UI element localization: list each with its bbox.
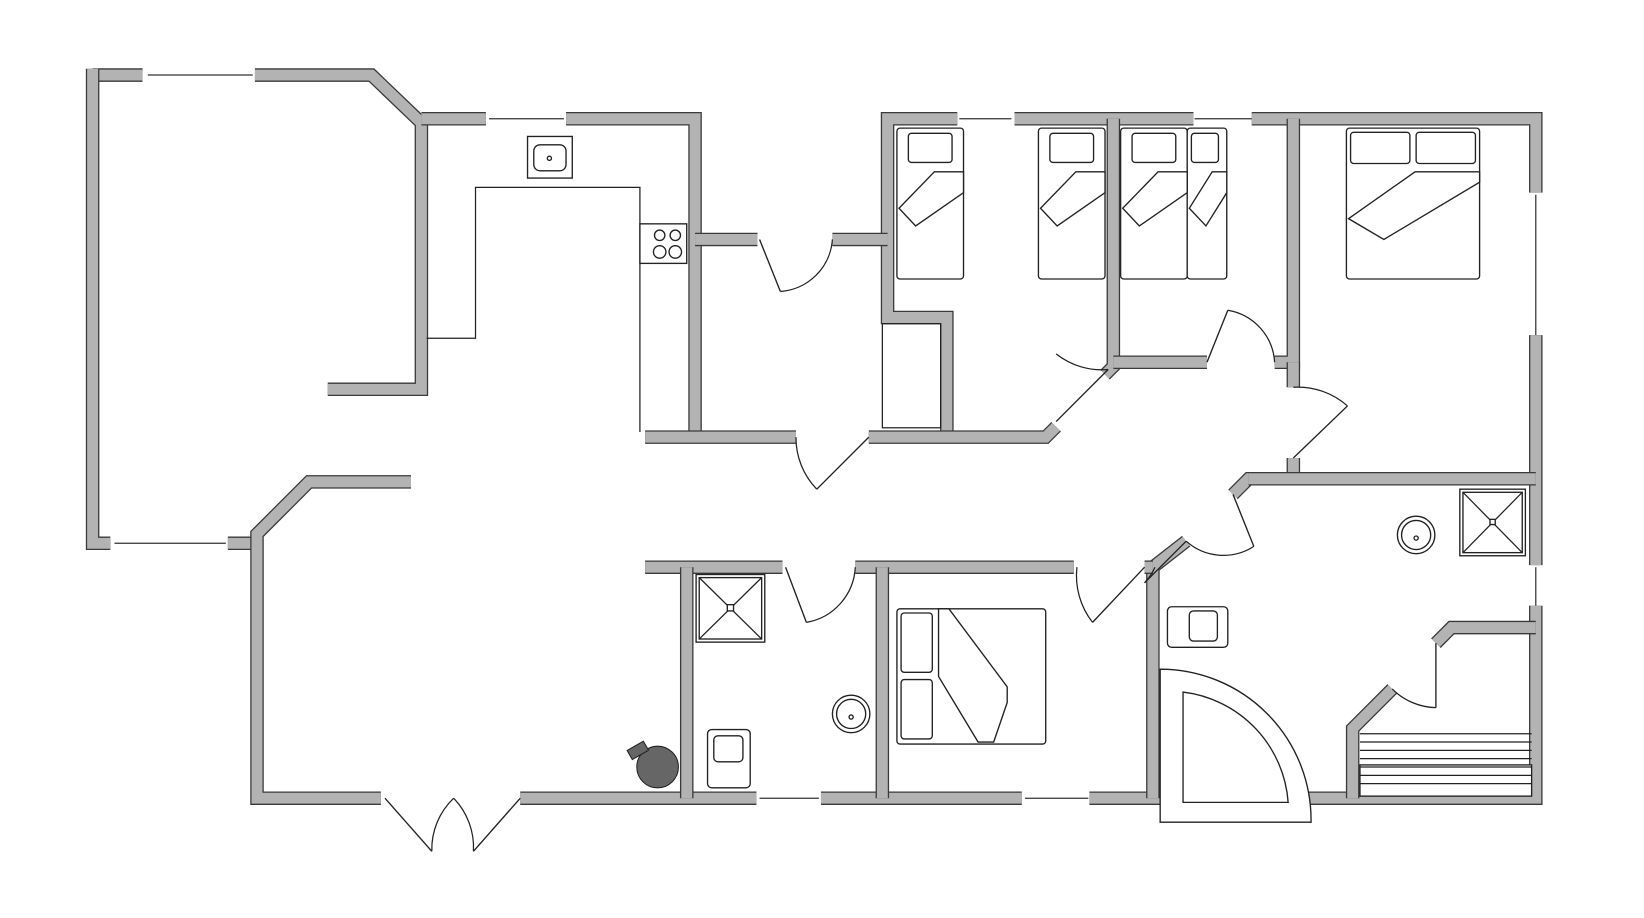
door-swing-arc — [1391, 688, 1436, 709]
wall — [868, 422, 1060, 443]
walls — [85, 68, 1543, 805]
twin-bed — [1119, 127, 1228, 280]
wall — [1251, 113, 1542, 193]
door-leaf[interactable] — [1292, 405, 1348, 459]
kitchen-counter — [426, 135, 688, 432]
door-swing-arc — [795, 437, 818, 490]
wall — [1432, 622, 1536, 648]
single-bed — [896, 127, 965, 280]
door-swing-arc — [1227, 309, 1276, 363]
washbasin — [1396, 515, 1436, 555]
toilet — [1166, 606, 1229, 649]
single-bed — [1037, 127, 1106, 280]
wall — [254, 69, 427, 395]
door-leaf[interactable] — [758, 239, 782, 292]
door-swing-arc — [431, 797, 455, 852]
wall — [566, 111, 702, 432]
door-leaf[interactable] — [1232, 494, 1255, 547]
door-leaf[interactable] — [1055, 369, 1109, 423]
wall — [1101, 118, 1119, 379]
double-bed — [896, 608, 1047, 745]
wall — [251, 476, 411, 804]
bathroom-fixtures — [695, 488, 1527, 823]
wood-stove — [636, 745, 679, 789]
door-leaf[interactable] — [472, 797, 521, 852]
door-leaf[interactable] — [784, 566, 808, 623]
door-swing-arc — [1185, 540, 1255, 556]
corner-bathtub — [1159, 668, 1312, 823]
stove-top — [639, 223, 688, 265]
wall — [1347, 685, 1397, 799]
door-swing-arc — [1293, 386, 1348, 407]
door-leaf[interactable] — [816, 436, 870, 490]
door-swing-arc — [780, 239, 834, 293]
door-swing-arc — [1075, 567, 1094, 623]
wardrobe — [881, 323, 942, 429]
toilet — [706, 728, 751, 789]
wall — [1274, 118, 1299, 368]
door-swing-arc — [1144, 566, 1156, 584]
door-leaf[interactable] — [1144, 540, 1187, 584]
wall — [250, 475, 411, 805]
windows — [114, 74, 1537, 799]
double-bed — [1345, 127, 1481, 280]
door-leaf[interactable] — [1092, 566, 1146, 623]
wall — [87, 68, 111, 549]
wall — [566, 113, 701, 432]
sauna-benches — [1359, 733, 1533, 797]
washbasin — [831, 694, 871, 734]
shower — [695, 573, 766, 643]
door-swing-arc — [1055, 353, 1109, 371]
kitchen-sink — [526, 135, 573, 179]
door-leaf[interactable] — [384, 797, 433, 852]
stove-pipe — [626, 740, 650, 761]
door-leaf[interactable] — [1206, 309, 1229, 363]
wall — [882, 113, 958, 432]
door-swing-arc — [806, 567, 856, 623]
wall — [254, 68, 429, 397]
shower — [1459, 488, 1527, 557]
doors — [384, 239, 1437, 852]
door-swing-arc — [453, 797, 475, 852]
wall — [1230, 605, 1542, 804]
beds — [896, 127, 1481, 745]
